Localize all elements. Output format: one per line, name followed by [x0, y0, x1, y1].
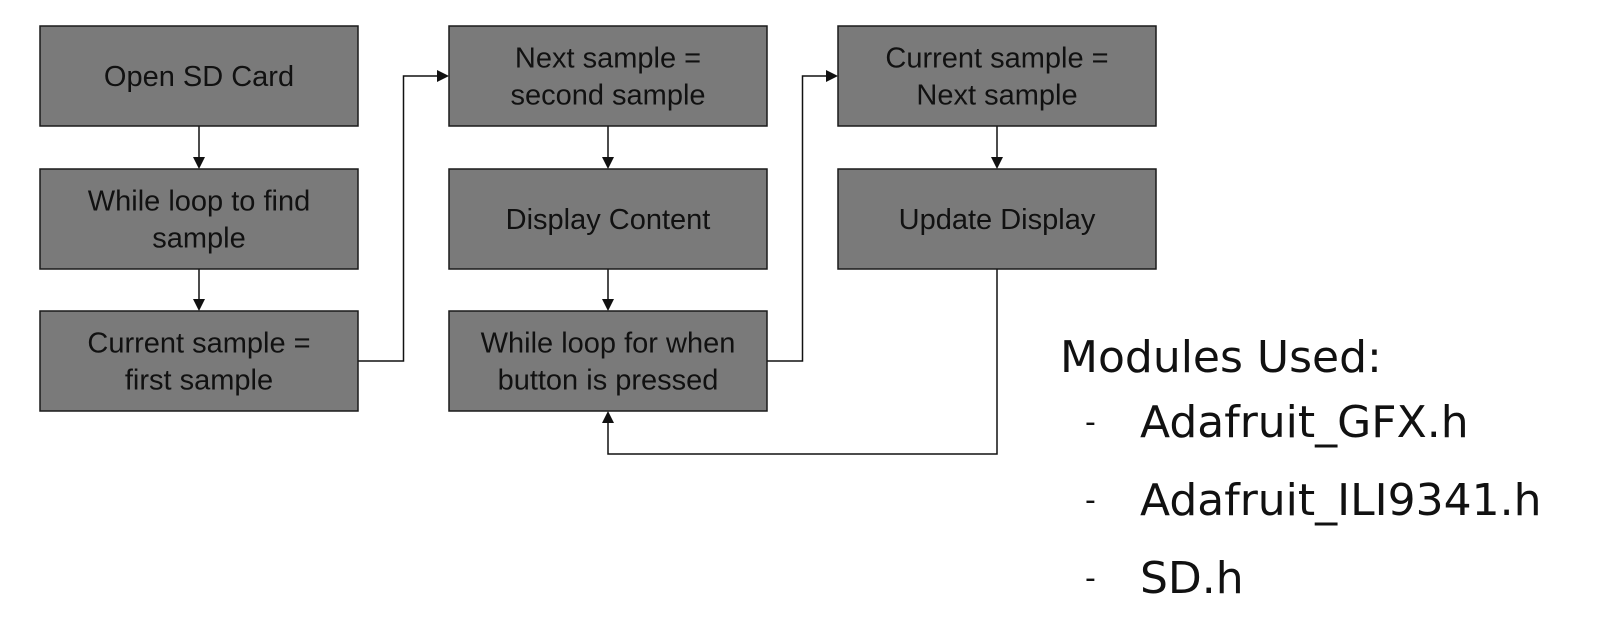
module-item: - Adafruit_GFX.h — [1060, 384, 1541, 462]
node-label-line: Current sample = — [87, 328, 310, 360]
node-label-line: Open SD Card — [104, 61, 294, 93]
node-box — [837, 25, 1157, 127]
node-display-content: Display Content — [448, 168, 768, 270]
node-label-line: second sample — [510, 80, 705, 112]
edge-while-loop-button-pressed-to-current-next-sample — [767, 75, 828, 362]
node-label-line: While loop to find — [88, 186, 310, 218]
node-box — [39, 168, 359, 270]
node-label-line: Next sample — [916, 80, 1077, 112]
node-box — [837, 168, 1157, 270]
arrowhead-icon — [602, 411, 614, 423]
node-label-line: Display Content — [506, 204, 711, 236]
node-update-display: Update Display — [837, 168, 1157, 270]
module-item: - Adafruit_ILI9341.h — [1060, 462, 1541, 540]
node-while-loop-button-pressed: While loop for when button is pressed — [448, 310, 768, 412]
node-box — [448, 25, 768, 127]
arrowhead-icon — [602, 299, 614, 311]
node-label-line: sample — [152, 223, 246, 255]
node-open-sd-card: Open SD Card — [39, 25, 359, 127]
edge-current-first-sample-to-next-second-sample — [358, 75, 439, 362]
node-label-line: Next sample = — [515, 43, 701, 75]
module-name: Adafruit_GFX.h — [1140, 397, 1469, 448]
node-label-line: button is pressed — [498, 365, 719, 397]
module-item: - SD.h — [1060, 540, 1541, 618]
modules-list: - Adafruit_GFX.h - Adafruit_ILI9341.h - … — [1060, 384, 1541, 618]
modules-title: Modules Used: — [1060, 332, 1382, 383]
arrowhead-icon — [193, 299, 205, 311]
modules-panel: Modules Used: - Adafruit_GFX.h - Adafrui… — [1060, 332, 1541, 618]
node-label-line: Current sample = — [885, 43, 1108, 75]
edge-update-display-to-while-loop-button-pressed — [607, 269, 998, 455]
bullet-dash: - — [1085, 561, 1096, 596]
node-label-line: Update Display — [899, 204, 1096, 236]
node-box — [448, 168, 768, 270]
node-box — [39, 310, 359, 412]
node-current-first-sample: Current sample = first sample — [39, 310, 359, 412]
arrowhead-icon — [826, 70, 838, 82]
arrowhead-icon — [602, 157, 614, 169]
bullet-dash: - — [1085, 483, 1096, 518]
node-current-next-sample: Current sample = Next sample — [837, 25, 1157, 127]
arrowhead-icon — [437, 70, 449, 82]
node-box — [39, 25, 359, 127]
arrowhead-icon — [193, 157, 205, 169]
module-name: Adafruit_ILI9341.h — [1140, 475, 1542, 526]
node-box — [448, 310, 768, 412]
node-while-loop-find-sample: While loop to find sample — [39, 168, 359, 270]
arrowhead-icon — [991, 157, 1003, 169]
flowchart-edges — [193, 70, 1003, 455]
node-next-second-sample: Next sample = second sample — [448, 25, 768, 127]
node-label-line: While loop for when — [481, 328, 736, 360]
bullet-dash: - — [1085, 405, 1096, 440]
module-name: SD.h — [1140, 553, 1244, 604]
node-label-line: first sample — [125, 365, 273, 397]
